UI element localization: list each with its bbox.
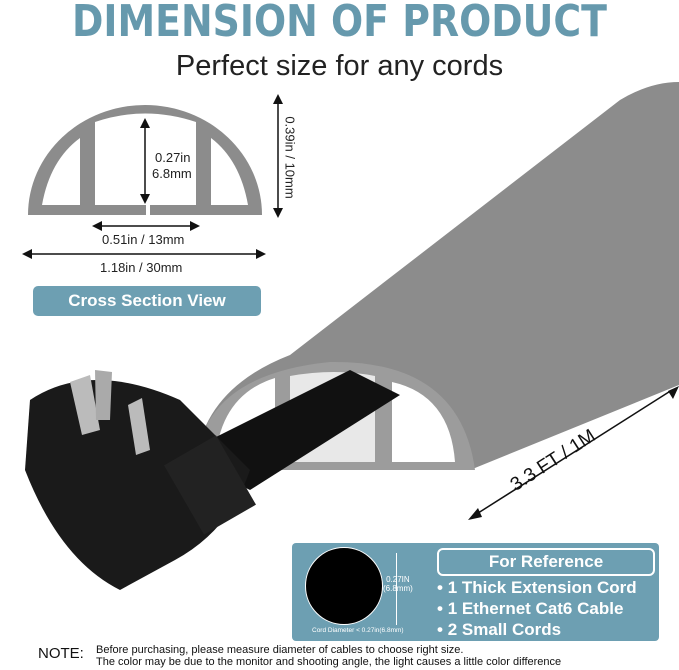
note-line: Before purchasing, please measure diamet… [96, 644, 464, 656]
reference-item-text: 1 Thick Extension Cord [447, 578, 637, 597]
reference-item: • 1 Ethernet Cat6 Cable [437, 599, 624, 618]
length-dimension [468, 386, 679, 520]
power-cord [25, 370, 400, 590]
cord-size-in: 0.27IN [386, 575, 410, 584]
cord-circle-icon [305, 547, 383, 625]
subtitle: Perfect size for any cords [175, 50, 504, 82]
cross-section-view-badge: Cross Section View [33, 286, 261, 316]
reference-item-text: 1 Ethernet Cat6 Cable [447, 599, 624, 618]
reference-item: • 1 Thick Extension Cord [437, 578, 637, 597]
cord-caption: Cord Diameter < 0.27in(6.8mm) [312, 627, 404, 634]
total-width-label: 1.18in / 30mm [100, 260, 183, 275]
page-title: DIMENSION OF PRODUCT [72, 0, 607, 47]
reference-item: • 2 Small Cords [437, 620, 562, 639]
inner-height-mm-label: 6.8mm [152, 166, 192, 181]
inner-height-label: 0.27in [155, 150, 191, 165]
note-line: The color may be due to the monitor and … [96, 656, 562, 668]
cross-section-diagram [22, 94, 283, 259]
cord-size-mm: (6.8mm) [383, 584, 413, 593]
cord-size-label: 0.27IN(6.8mm) [383, 575, 413, 593]
reference-heading: For Reference [437, 548, 655, 576]
total-height-label: 0.39in / 10mm [282, 116, 298, 199]
opening-width-label: 0.51in / 13mm [102, 232, 185, 247]
reference-item-text: 2 Small Cords [447, 620, 562, 639]
note-label: NOTE: [38, 645, 84, 662]
